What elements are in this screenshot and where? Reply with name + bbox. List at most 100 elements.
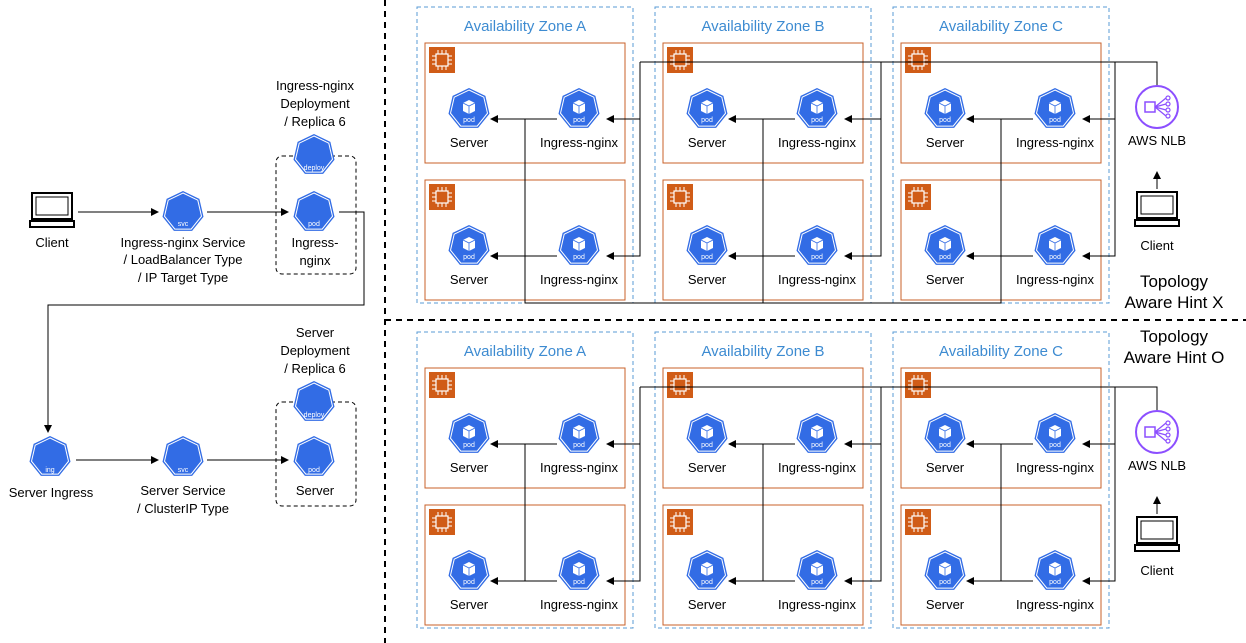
ingress-service-label-1: Ingress-nginx Service <box>121 235 246 250</box>
svg-text:pod: pod <box>463 117 475 124</box>
nlb-label-o: AWS NLB <box>1128 458 1186 473</box>
server-pod-icon: pod <box>448 87 490 129</box>
svg-text:pod: pod <box>573 117 585 124</box>
left-client-label: Client <box>35 235 69 250</box>
server-pod-label: Server <box>926 135 965 150</box>
ingress-pod-icon: pod <box>1034 224 1076 266</box>
ingress-pod-label: Ingress-nginx <box>778 135 857 150</box>
ingress-pod-icon: pod <box>293 190 335 232</box>
server-pod-label: Server <box>450 272 489 287</box>
nlb-icon-o <box>1135 410 1179 454</box>
ec2-icon <box>905 47 931 73</box>
svg-text:svc: svc <box>178 221 189 228</box>
nlb-to-zone-x-2-top <box>1082 62 1116 123</box>
ingress-pod-icon: pod <box>1034 412 1076 454</box>
svg-text:pod: pod <box>573 254 585 261</box>
ec2-icon <box>667 372 693 398</box>
ingress-pod-label: Ingress-nginx <box>778 272 857 287</box>
ingress-pod-icon: pod <box>796 87 838 129</box>
nlb-to-zone-x-1-bot <box>844 119 882 260</box>
server-service-label-2: / ClusterIP Type <box>137 501 229 516</box>
zone-title-o-2: Availability Zone C <box>939 343 1063 360</box>
zone-title-x-2: Availability Zone C <box>939 18 1063 35</box>
server-ingress-label: Server Ingress <box>9 485 94 500</box>
ec2-icon <box>905 184 931 210</box>
nlb-to-zone-x-0-top <box>606 62 641 123</box>
topology-x-label-1: Topology <box>1140 272 1209 291</box>
server-pod-icon: pod <box>924 412 966 454</box>
server-pod-icon: pod <box>448 412 490 454</box>
svg-text:pod: pod <box>701 117 713 124</box>
server-service-label-1: Server Service <box>140 483 225 498</box>
server-pod-label: Server <box>926 460 965 475</box>
svg-text:pod: pod <box>573 579 585 586</box>
ingress-pod-label: Ingress-nginx <box>540 460 619 475</box>
server-pod-label: Server <box>688 272 727 287</box>
ingress-pod-label: Ingress-nginx <box>1016 460 1095 475</box>
ingress-pod-label-2: nginx <box>299 253 331 268</box>
ingress-pod-icon: pod <box>1034 549 1076 591</box>
ingress-pod-label: Ingress-nginx <box>540 597 619 612</box>
server-pod-icon: pod <box>686 412 728 454</box>
ec2-icon <box>429 47 455 73</box>
svg-text:pod: pod <box>811 254 823 261</box>
ingress-pod-icon: pod <box>558 224 600 266</box>
arrow-ingress-pod-to-server-ingress <box>44 211 365 433</box>
server-pod-label: Server <box>450 460 489 475</box>
svg-text:pod: pod <box>939 579 951 586</box>
server-pod-label: Server <box>926 597 965 612</box>
ingress-pod-label: Ingress-nginx <box>778 597 857 612</box>
ingress-pod-icon: pod <box>558 549 600 591</box>
server-pod-icon: pod <box>924 224 966 266</box>
ingress-pod-label: Ingress-nginx <box>1016 597 1095 612</box>
server-deploy-icon: deploy <box>293 380 335 422</box>
server-pod-label: Server <box>296 483 335 498</box>
svg-text:pod: pod <box>811 117 823 124</box>
nlb-to-zone-o-1-bot <box>844 444 882 585</box>
ingress-deployment-label-3: / Replica 6 <box>284 114 345 129</box>
svg-text:pod: pod <box>1049 442 1061 449</box>
svg-text:pod: pod <box>463 442 475 449</box>
ingress-deployment-label-2: Deployment <box>280 96 350 111</box>
ingress-pod-label: Ingress-nginx <box>1016 272 1095 287</box>
svg-text:pod: pod <box>939 117 951 124</box>
ingress-pod-label-1: Ingress- <box>292 235 339 250</box>
ingress-pod-icon: pod <box>1034 87 1076 129</box>
nlb-to-zone-o-0-bot <box>606 444 641 585</box>
ingress-pod-icon: pod <box>796 549 838 591</box>
topology-x-label-2: Aware Hint X <box>1125 293 1224 312</box>
nlb-to-zone-x-2-bot <box>1082 119 1116 260</box>
client-laptop-icon-x <box>1134 191 1180 227</box>
ingress-pod-label: Ingress-nginx <box>540 135 619 150</box>
nlb-to-zone-o-2-top <box>1082 387 1116 448</box>
zone-title-o-1: Availability Zone B <box>701 343 824 360</box>
server-ingress-icon: ing <box>29 435 71 477</box>
server-pod-icon: pod <box>293 435 335 477</box>
nlb-to-zone-o-2-bot <box>1082 444 1116 585</box>
ec2-icon <box>667 509 693 535</box>
ingress-deploy-icon: deploy <box>293 133 335 175</box>
ingress-pod-icon: pod <box>558 412 600 454</box>
svg-text:pod: pod <box>701 579 713 586</box>
server-pod-label: Server <box>688 460 727 475</box>
nlb-icon-x <box>1135 85 1179 129</box>
ec2-icon <box>429 509 455 535</box>
zone-title-o-0: Availability Zone A <box>464 343 586 360</box>
nlb-label-x: AWS NLB <box>1128 133 1186 148</box>
zone-title-x-1: Availability Zone B <box>701 18 824 35</box>
svg-text:pod: pod <box>463 254 475 261</box>
svg-text:pod: pod <box>1049 579 1061 586</box>
server-service-icon: svc <box>162 435 204 477</box>
svg-text:pod: pod <box>308 221 320 228</box>
svg-text:deploy: deploy <box>304 165 325 172</box>
svg-text:pod: pod <box>1049 117 1061 124</box>
ec2-icon <box>429 184 455 210</box>
server-pod-label: Server <box>450 135 489 150</box>
